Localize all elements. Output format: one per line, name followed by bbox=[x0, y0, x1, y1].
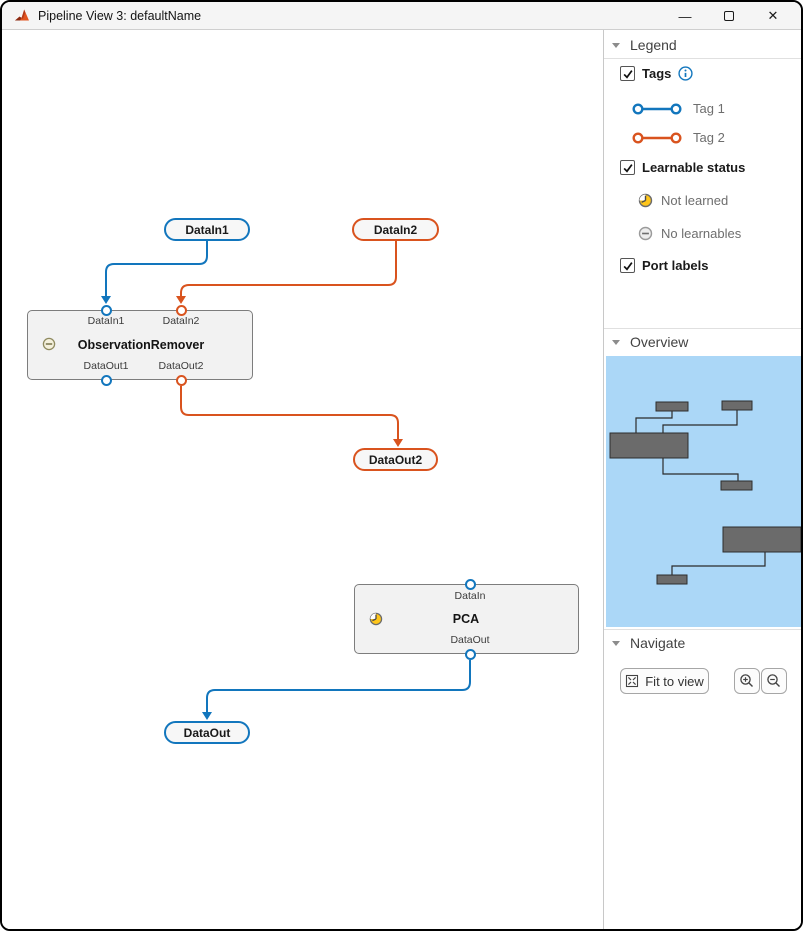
title-bar: Pipeline View 3: defaultName — ✕ bbox=[2, 2, 801, 30]
port-label: DataIn2 bbox=[162, 315, 200, 327]
legend-section-header[interactable]: Legend bbox=[604, 32, 801, 58]
node-label: DataIn2 bbox=[373, 222, 418, 237]
fit-to-view-button[interactable]: Fit to view bbox=[620, 668, 709, 694]
tag1-line-icon bbox=[632, 102, 682, 115]
info-icon[interactable] bbox=[678, 66, 694, 81]
minus-circle-icon bbox=[638, 226, 653, 241]
block-observationremover[interactable] bbox=[27, 310, 253, 380]
learnable-status-label: Learnable status bbox=[642, 160, 746, 175]
learnable-status-checkbox[interactable] bbox=[620, 160, 635, 175]
minimap-node bbox=[655, 401, 689, 412]
clock-icon bbox=[638, 193, 653, 208]
zoom-out-button[interactable] bbox=[761, 668, 787, 694]
window-title: Pipeline View 3: defaultName bbox=[38, 8, 202, 23]
port-label: DataOut2 bbox=[158, 360, 204, 372]
learnable-status-checkbox-row: Learnable status bbox=[620, 160, 745, 175]
no-learnables-label: No learnables bbox=[661, 226, 742, 241]
close-button[interactable]: ✕ bbox=[751, 2, 795, 30]
node-dataout2[interactable]: DataOut2 bbox=[353, 448, 438, 471]
legend-tag2-row: Tag 2 bbox=[632, 130, 725, 145]
overview-header-label: Overview bbox=[630, 334, 689, 350]
node-datain2[interactable]: DataIn2 bbox=[352, 218, 439, 241]
checkmark-icon bbox=[623, 69, 633, 79]
node-label: DataIn1 bbox=[185, 222, 229, 237]
overview-minimap[interactable] bbox=[606, 356, 801, 627]
matlab-logo-icon bbox=[15, 9, 29, 20]
no-learnables-row: No learnables bbox=[638, 226, 741, 241]
block-title: ObservationRemover bbox=[77, 338, 205, 352]
output-port[interactable] bbox=[175, 374, 187, 386]
input-port[interactable] bbox=[464, 578, 476, 590]
collapse-arrow-icon bbox=[612, 339, 620, 345]
navigate-header-label: Navigate bbox=[630, 635, 686, 651]
port-label: DataIn1 bbox=[87, 315, 125, 327]
tags-checkbox[interactable] bbox=[620, 66, 635, 81]
port-label: DataOut1 bbox=[83, 360, 129, 372]
maximize-icon bbox=[724, 11, 734, 21]
input-port[interactable] bbox=[175, 304, 187, 316]
not-learned-row: Not learned bbox=[638, 193, 728, 208]
pipeline-canvas[interactable] bbox=[2, 30, 603, 929]
node-dataout[interactable]: DataOut bbox=[164, 721, 250, 744]
zoom-in-icon bbox=[740, 674, 753, 687]
navigate-section-header[interactable]: Navigate bbox=[604, 630, 801, 656]
fit-to-view-icon bbox=[626, 674, 639, 688]
zoom-out-icon bbox=[767, 674, 780, 687]
fit-to-view-label: Fit to view bbox=[645, 673, 704, 689]
maximize-button[interactable] bbox=[707, 2, 751, 30]
collapse-arrow-icon bbox=[612, 640, 620, 646]
no-learnables-icon bbox=[42, 337, 56, 351]
tag2-label: Tag 2 bbox=[693, 130, 725, 145]
legend-tag1-row: Tag 1 bbox=[632, 101, 725, 116]
tags-checkbox-row: Tags bbox=[620, 66, 694, 81]
output-port[interactable] bbox=[464, 648, 476, 660]
node-label: DataOut bbox=[183, 725, 231, 740]
not-learned-clock-icon bbox=[369, 612, 383, 626]
port-labels-checkbox[interactable] bbox=[620, 258, 635, 273]
port-label: DataOut bbox=[450, 634, 490, 646]
not-learned-label: Not learned bbox=[661, 193, 729, 208]
minimize-icon: — bbox=[678, 8, 692, 24]
node-label: DataOut2 bbox=[368, 452, 423, 467]
minimap-node bbox=[720, 480, 753, 491]
tag2-line-icon bbox=[632, 131, 682, 144]
minimap-node bbox=[609, 432, 689, 459]
checkmark-icon bbox=[623, 163, 633, 173]
checkmark-icon bbox=[623, 261, 633, 271]
tags-label: Tags bbox=[642, 66, 672, 81]
minimap-graphic bbox=[609, 400, 801, 585]
node-datain1[interactable]: DataIn1 bbox=[164, 218, 250, 241]
minimap-node bbox=[722, 526, 801, 553]
sidebar: Legend Tags Tag 1 bbox=[603, 30, 801, 929]
close-icon: ✕ bbox=[767, 8, 779, 23]
tag1-label: Tag 1 bbox=[693, 101, 725, 116]
minimap-node bbox=[721, 400, 753, 411]
port-label: DataIn bbox=[454, 590, 486, 602]
legend-header-label: Legend bbox=[630, 37, 677, 53]
port-labels-label: Port labels bbox=[642, 258, 709, 273]
minimap-node bbox=[656, 574, 688, 585]
block-title: PCA bbox=[452, 612, 480, 626]
zoom-in-button[interactable] bbox=[734, 668, 760, 694]
input-port[interactable] bbox=[100, 304, 112, 316]
minimize-button[interactable]: — bbox=[663, 2, 707, 30]
collapse-arrow-icon bbox=[612, 42, 620, 48]
output-port[interactable] bbox=[100, 374, 112, 386]
overview-section-header[interactable]: Overview bbox=[604, 329, 801, 355]
port-labels-checkbox-row: Port labels bbox=[620, 258, 708, 273]
